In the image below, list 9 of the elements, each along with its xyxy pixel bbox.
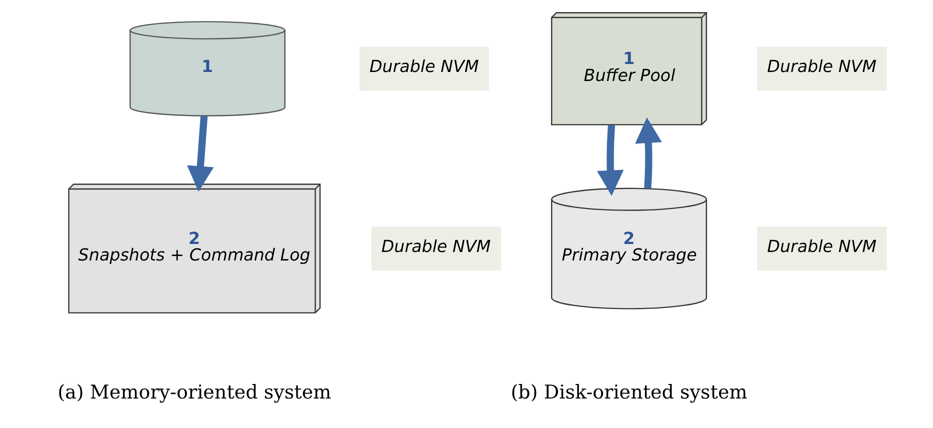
- node-box: Durable NVM: [757, 226, 887, 271]
- label: (b) Disk-oriented system: [510, 381, 748, 404]
- label: (a) Memory-oriented system: [58, 381, 332, 404]
- node-box: Durable NVM: [757, 46, 887, 91]
- node-box: Durable NVM: [371, 226, 502, 271]
- arrow: [635, 117, 662, 188]
- arrow: [187, 116, 214, 192]
- arrow: [596, 124, 624, 196]
- node-box: Durable NVM: [359, 46, 490, 91]
